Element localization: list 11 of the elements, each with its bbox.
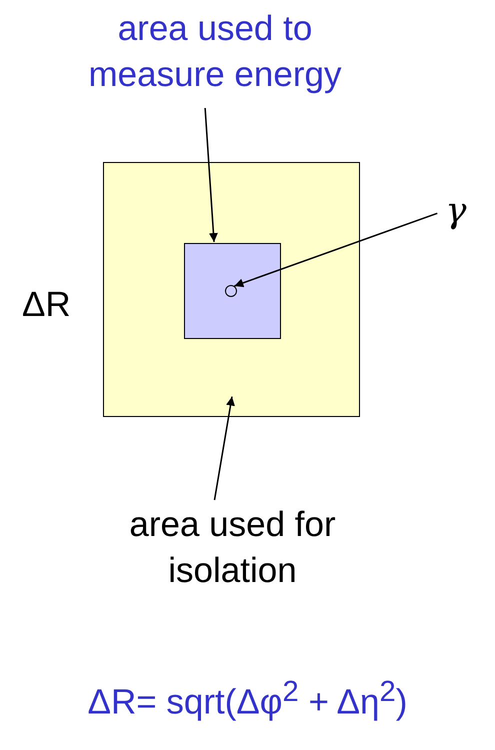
gamma-symbol: γ xyxy=(438,188,474,234)
photon-circle xyxy=(225,285,237,297)
callout-text: area used to measure energy xyxy=(65,6,365,106)
callout-text: area used for isolation xyxy=(80,502,385,602)
energy-area-square xyxy=(184,243,281,339)
formula-caption: ΔR= sqrt(Δφ$^{2}$ + Δη$^{2}$) xyxy=(86,676,408,723)
arrow xyxy=(214,396,235,500)
arrow xyxy=(204,108,218,242)
arrow xyxy=(234,212,438,288)
delta-r-label: ΔR xyxy=(22,284,71,326)
isolation-area-square xyxy=(103,162,360,417)
